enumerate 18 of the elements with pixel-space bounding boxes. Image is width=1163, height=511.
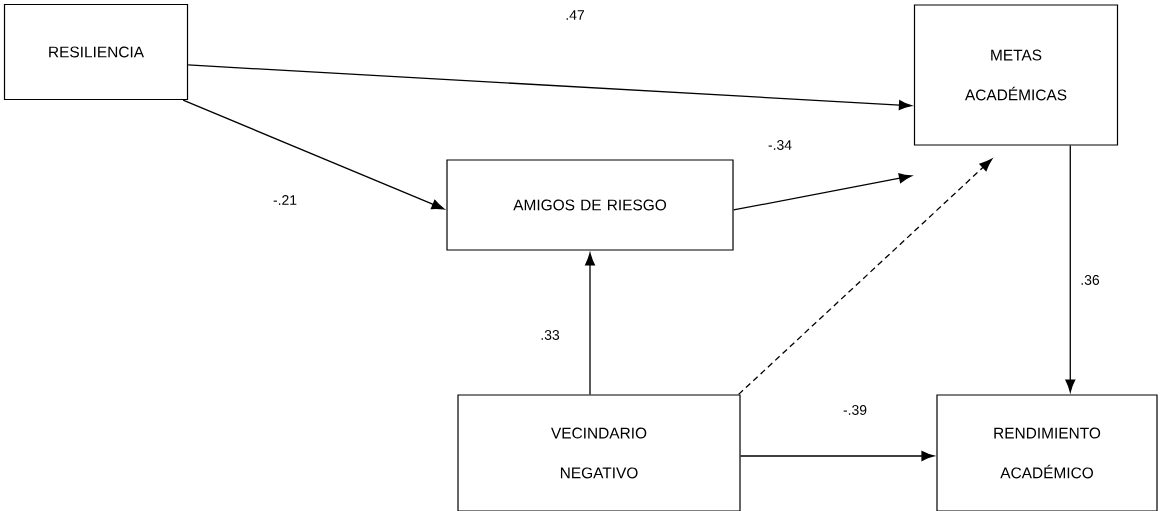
arrow xyxy=(585,252,596,396)
edge-label: -.34 xyxy=(767,139,793,151)
box: RENDIMIENTO ACADÉMICO xyxy=(936,394,1158,511)
edge-label: .36 xyxy=(1079,274,1101,286)
box: METAS ACADÉMICAS xyxy=(913,4,1119,146)
arrow xyxy=(737,158,993,396)
arrow xyxy=(739,450,935,461)
edge-label: -.39 xyxy=(842,404,868,416)
arrow xyxy=(187,64,912,111)
box: RESILIENCIA xyxy=(3,3,189,101)
arrow xyxy=(1065,144,1076,393)
edge-label: .33 xyxy=(539,329,561,341)
edge-label: .47 xyxy=(564,9,586,21)
arrow xyxy=(182,99,445,210)
arrow xyxy=(732,173,912,211)
box: AMIGOS DE RIESGO xyxy=(446,159,734,251)
box: VECINDARIO NEGATIVO xyxy=(457,394,741,511)
edge-label: -.21 xyxy=(272,194,298,206)
